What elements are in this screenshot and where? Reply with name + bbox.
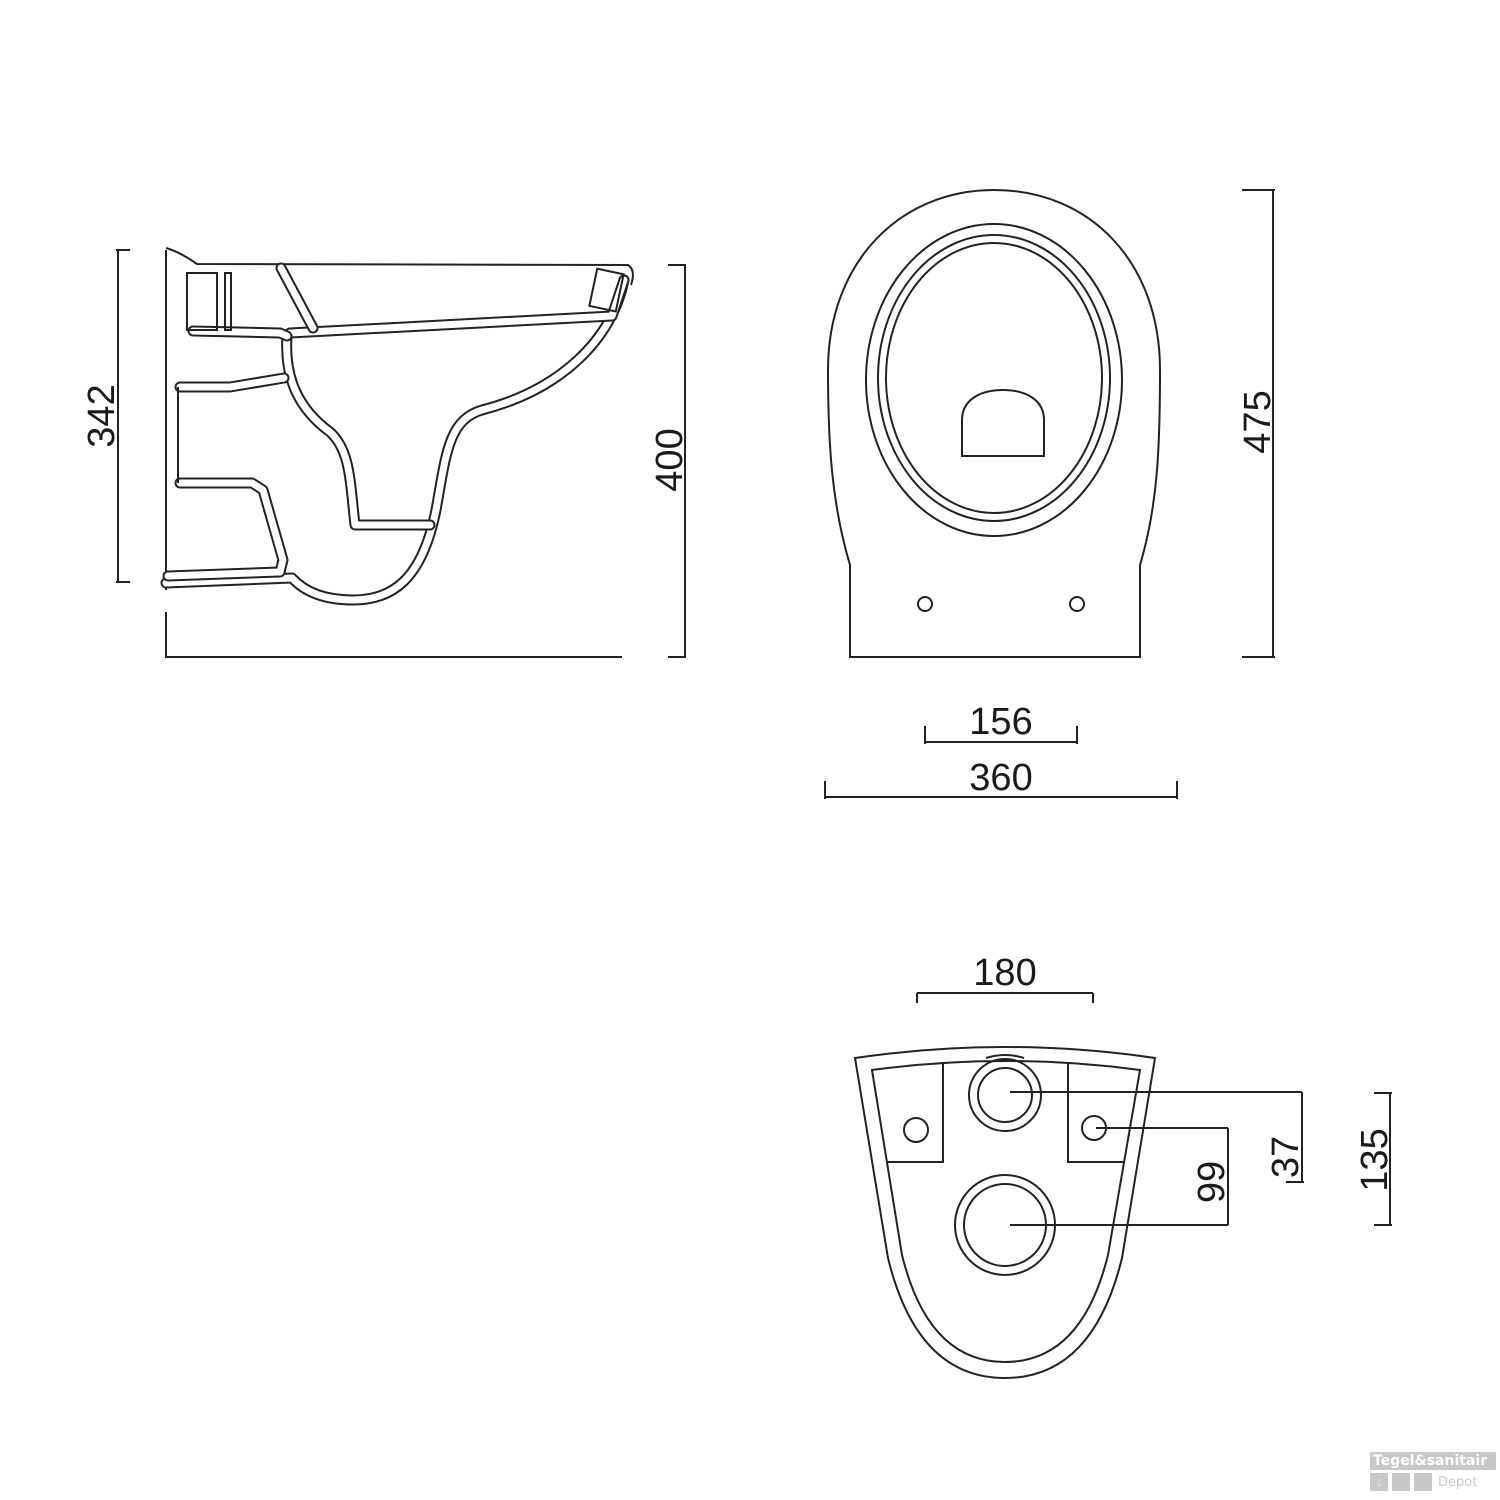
rear-view-toilet: [853, 1046, 1302, 1380]
logo-square: [1392, 1473, 1410, 1491]
side-view-base-line: [165, 612, 622, 658]
dimension-label-180: 180: [973, 952, 1036, 994]
mounting-hole-right: [1069, 596, 1085, 612]
front-view-toilet: [826, 188, 1162, 658]
dimension-156: 156: [924, 701, 1078, 744]
dimension-360: 360: [824, 757, 1178, 799]
dimension-label-475: 475: [1237, 390, 1279, 453]
watermark-logo: Tegel&sanitair 💧︎ Depot: [1370, 1452, 1496, 1491]
dimension-135: 135: [1354, 1092, 1396, 1226]
dimension-99: 99: [1191, 1128, 1233, 1225]
dimension-label-360: 360: [969, 757, 1032, 799]
dimension-180: 180: [916, 952, 1094, 1003]
dimension-37: 37: [1265, 1092, 1307, 1183]
watermark-brand: Tegel&sanitair: [1370, 1452, 1496, 1470]
dimension-label-342: 342: [81, 384, 123, 447]
watermark-sub: Depot: [1438, 1474, 1478, 1490]
dimension-342: 342: [81, 249, 130, 583]
logo-square: [1414, 1473, 1432, 1491]
dimension-label-135: 135: [1354, 1128, 1396, 1191]
dimension-label-99: 99: [1191, 1161, 1233, 1203]
dimension-label-37: 37: [1265, 1136, 1307, 1178]
dimension-475: 475: [1237, 189, 1279, 658]
side-view-toilet: [160, 247, 634, 606]
water-drop-icon: 💧︎: [1370, 1473, 1388, 1491]
fixing-hole-left: [903, 1117, 929, 1143]
mounting-hole-left: [917, 596, 933, 612]
water-inlet: [977, 1067, 1033, 1123]
dimension-400: 400: [649, 264, 691, 658]
dimension-label-156: 156: [969, 701, 1032, 743]
dimension-label-400: 400: [649, 428, 691, 491]
